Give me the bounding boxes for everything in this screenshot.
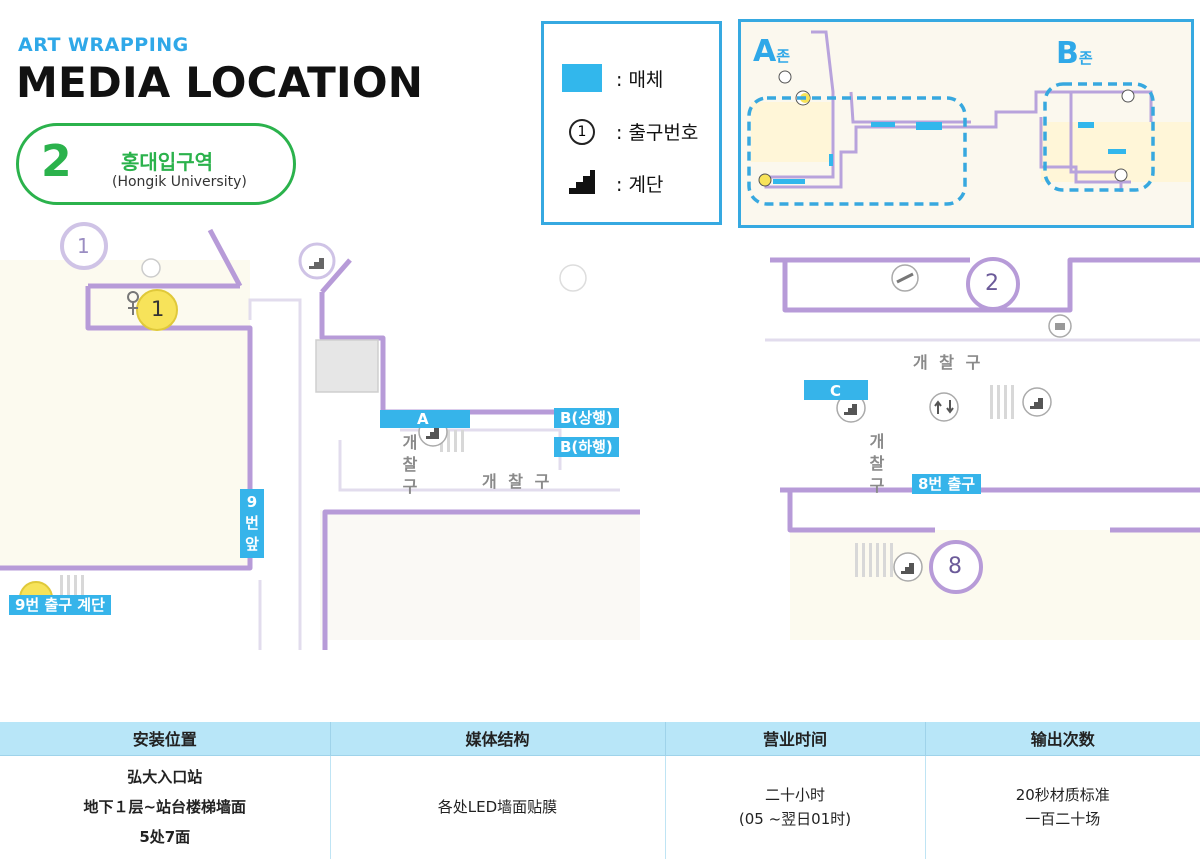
gate-char: 구 [402, 477, 418, 496]
gate-right-vertical: 개 찰 구 [868, 431, 886, 497]
station-english-name: (Hongik University) [112, 174, 247, 190]
location-line: 弘大入口站 [127, 768, 203, 787]
media-c-label: C [830, 382, 842, 400]
gate-char: 찰 [869, 454, 885, 473]
exit-8-number: 8 [948, 554, 962, 579]
zone-a-suffix: 존 [776, 47, 791, 65]
zone-b-letter: B [1056, 36, 1079, 71]
media-b-up-label: B(상행) [554, 408, 619, 428]
overview-map-drawing [741, 22, 1191, 225]
zone-b-label: B존 [1056, 36, 1093, 71]
stairs-icon [569, 170, 595, 194]
cell-output-count: 20秒材质标准 一百二十场 [925, 755, 1200, 859]
zone-b-suffix: 존 [1078, 49, 1093, 67]
overview-map: A존 B존 [738, 19, 1194, 228]
legend-exit-label: : 출구번호 [616, 122, 699, 144]
page-title: MEDIA LOCATION [16, 58, 424, 107]
station-badge: 2 홍대입구역 (Hongik University) [16, 123, 296, 205]
cell-operating-hours: 二十小时 (05 ~翌日01时) [665, 755, 926, 859]
exit-2-number: 2 [985, 271, 999, 296]
structure-text: 各处LED墙面贴膜 [437, 798, 558, 817]
output-line: 20秒材质标准 [1015, 786, 1110, 805]
table-row: 弘大入口站 地下１层~站台楼梯墙面 5处7面 各处LED墙面贴膜 二十小时 (0… [0, 755, 1200, 859]
location-line: 地下１层~站台楼梯墙面 [83, 798, 247, 817]
cell-install-location: 弘大入口站 地下１层~站台楼梯墙面 5处7面 [0, 755, 331, 859]
table-header-row: 安装位置 媒体结构 营业时间 输出次数 [0, 722, 1200, 756]
exit-9-front-char: 앞 [245, 535, 259, 553]
line-number: 2 [41, 136, 72, 187]
station-map-drawing [0, 222, 1200, 650]
location-line: 5处7面 [139, 828, 191, 847]
station-name: 홍대입구역 [121, 150, 213, 174]
media-exit-9-stairs-label: 9번 출구 계단 [9, 595, 111, 615]
media-swatch-icon [562, 64, 602, 92]
legend-media-row: : 매체 [562, 64, 663, 92]
exit-9-front-char: 9 [246, 493, 258, 511]
station-map: 1 1 2 8 A B(상행) B(하행) C 8번 출구 9번 출구 계단 9… [0, 200, 1200, 680]
cell-media-structure: 各处LED墙面贴膜 [330, 755, 666, 859]
legend-stairs-label: : 계단 [616, 173, 664, 196]
gate-char: 개 [402, 433, 418, 452]
header-install-location: 安装位置 [0, 722, 331, 756]
zone-a-letter: A [753, 34, 777, 69]
legend-exit-row: 1 : 출구번호 [562, 118, 698, 145]
media-b-down-label: B(하행) [554, 437, 619, 457]
header-operating-hours: 营业时间 [665, 722, 926, 756]
exit-number-icon: 1 [569, 118, 595, 145]
exit-1-yellow-number: 1 [151, 297, 165, 321]
gate-left-horizontal: 개 찰 구 [482, 472, 553, 491]
hours-line: 二十小时 [764, 786, 825, 805]
map-legend: : 매체 1 : 출구번호 : 계단 [541, 21, 722, 225]
legend-media-label: : 매체 [616, 68, 664, 91]
header-media-structure: 媒体结构 [330, 722, 666, 756]
gate-char: 개 [869, 432, 885, 451]
exit-9-front-char: 번 [245, 514, 259, 532]
media-exit-9-front-label: 9 번 앞 [240, 489, 264, 558]
media-info-table: 安装位置 媒体结构 营业时间 输出次数 弘大入口站 地下１层~站台楼梯墙面 5处… [0, 722, 1200, 859]
gate-char: 구 [869, 476, 885, 495]
gate-char: 찰 [402, 455, 418, 474]
exit-1-top-number: 1 [77, 234, 90, 258]
hours-line: (05 ~翌日01时) [738, 810, 852, 829]
output-line: 一百二十场 [1025, 810, 1101, 829]
gate-left-vertical: 개 찰 구 [401, 432, 419, 498]
media-exit-8-label: 8번 출구 [912, 474, 982, 494]
media-a-label: A [417, 410, 429, 428]
gate-right-horizontal: 개 찰 구 [913, 353, 984, 372]
zone-a-label: A존 [753, 34, 790, 69]
header-subtitle: ART WRAPPING [18, 34, 189, 56]
legend-stairs-row: : 계단 [562, 169, 663, 197]
header-output-count: 输出次数 [925, 722, 1200, 756]
